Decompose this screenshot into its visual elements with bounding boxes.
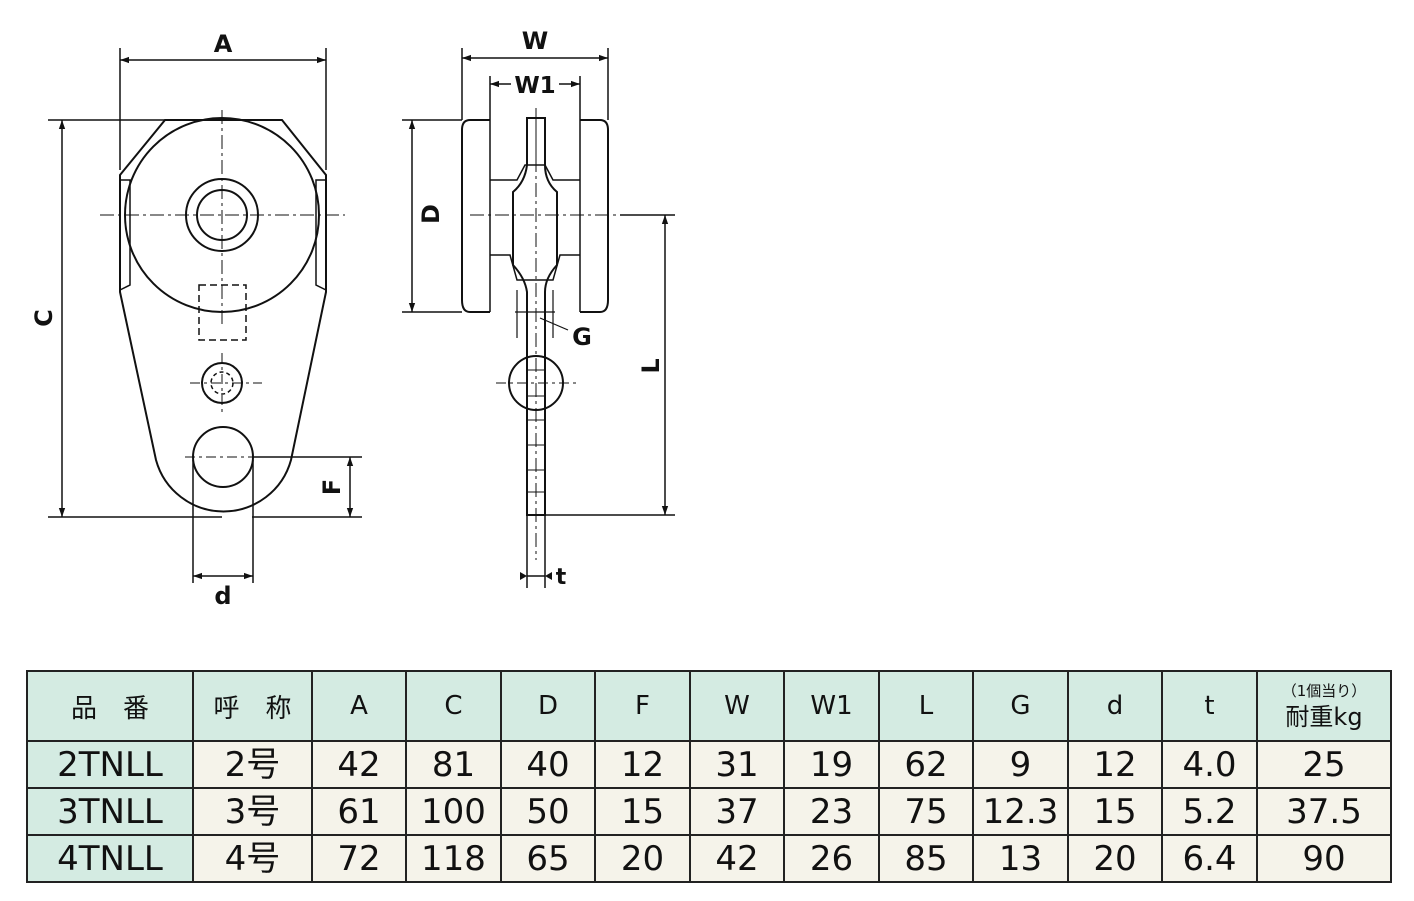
cell-size: 3号 (192, 787, 313, 836)
label-W: W (522, 27, 548, 55)
cell-L: 62 (878, 740, 974, 789)
cell-d: 12 (1067, 740, 1163, 789)
header-G: G (972, 670, 1069, 742)
cell-size: 2号 (192, 740, 313, 789)
header-L: L (878, 670, 974, 742)
cell-A: 72 (311, 834, 407, 883)
header-A: A (311, 670, 407, 742)
header-size: 呼 称 (192, 670, 313, 742)
label-D: D (417, 204, 445, 224)
cell-W: 37 (689, 787, 785, 836)
cell-L: 75 (878, 787, 974, 836)
header-W1: W1 (783, 670, 880, 742)
table-row: 3TNLL 3号 61 100 50 15 37 23 75 12.3 15 5… (26, 787, 1392, 836)
label-F: F (318, 479, 346, 495)
cell-W: 42 (689, 834, 785, 883)
cell-F: 15 (594, 787, 691, 836)
header-load: （1個当り） 耐重kg (1256, 670, 1392, 742)
label-L: L (637, 358, 665, 373)
cell-d: 15 (1067, 787, 1163, 836)
cell-load: 37.5 (1256, 787, 1392, 836)
cell-W1: 19 (783, 740, 880, 789)
front-view (100, 110, 345, 513)
cell-load: 90 (1256, 834, 1392, 883)
cell-W1: 26 (783, 834, 880, 883)
cell-C: 100 (405, 787, 502, 836)
header-C: C (405, 670, 502, 742)
cell-A: 61 (311, 787, 407, 836)
cell-L: 85 (878, 834, 974, 883)
cell-C: 81 (405, 740, 502, 789)
table-header-row: 品 番 呼 称 A C D F W W1 L G d t （1個当り） 耐重kg (26, 670, 1392, 742)
cell-D: 40 (500, 740, 596, 789)
cell-W1: 23 (783, 787, 880, 836)
cell-load: 25 (1256, 740, 1392, 789)
cell-W: 31 (689, 740, 785, 789)
label-d: d (214, 582, 231, 610)
cell-t: 5.2 (1161, 787, 1258, 836)
table-row: 4TNLL 4号 72 118 65 20 42 26 85 13 20 6.4… (26, 834, 1392, 883)
cell-d: 20 (1067, 834, 1163, 883)
label-G: G (572, 323, 592, 351)
side-plate-outline (512, 117, 558, 516)
cell-model: 4TNLL (26, 834, 194, 883)
front-body-outline (119, 119, 327, 513)
spec-table: 品 番 呼 称 A C D F W W1 L G d t （1個当り） 耐重kg… (26, 670, 1392, 883)
cell-D: 65 (500, 834, 596, 883)
cell-F: 12 (594, 740, 691, 789)
side-view (461, 108, 625, 560)
header-load-note: （1個当り） (1281, 681, 1367, 700)
header-W: W (689, 670, 785, 742)
cell-model: 2TNLL (26, 740, 194, 789)
front-dimensions (48, 48, 362, 583)
cell-A: 42 (311, 740, 407, 789)
cell-C: 118 (405, 834, 502, 883)
header-F: F (594, 670, 691, 742)
cell-t: 6.4 (1161, 834, 1258, 883)
cell-G: 12.3 (972, 787, 1069, 836)
cell-F: 20 (594, 834, 691, 883)
label-C: C (30, 309, 58, 327)
cell-t: 4.0 (1161, 740, 1258, 789)
label-t: t (556, 565, 567, 590)
header-load-label: 耐重kg (1285, 702, 1363, 731)
cell-model: 3TNLL (26, 787, 194, 836)
cell-G: 9 (972, 740, 1069, 789)
label-W1: W1 (514, 73, 555, 99)
table-row: 2TNLL 2号 42 81 40 12 31 19 62 9 12 4.0 2… (26, 740, 1392, 789)
header-D: D (500, 670, 596, 742)
header-model: 品 番 (26, 670, 194, 742)
cell-G: 13 (972, 834, 1069, 883)
cell-size: 4号 (192, 834, 313, 883)
pulley-technical-drawing: A C F d (30, 27, 675, 610)
header-d: d (1067, 670, 1163, 742)
header-t: t (1161, 670, 1258, 742)
side-dimensions (402, 48, 675, 588)
label-A: A (214, 30, 233, 58)
cell-D: 50 (500, 787, 596, 836)
